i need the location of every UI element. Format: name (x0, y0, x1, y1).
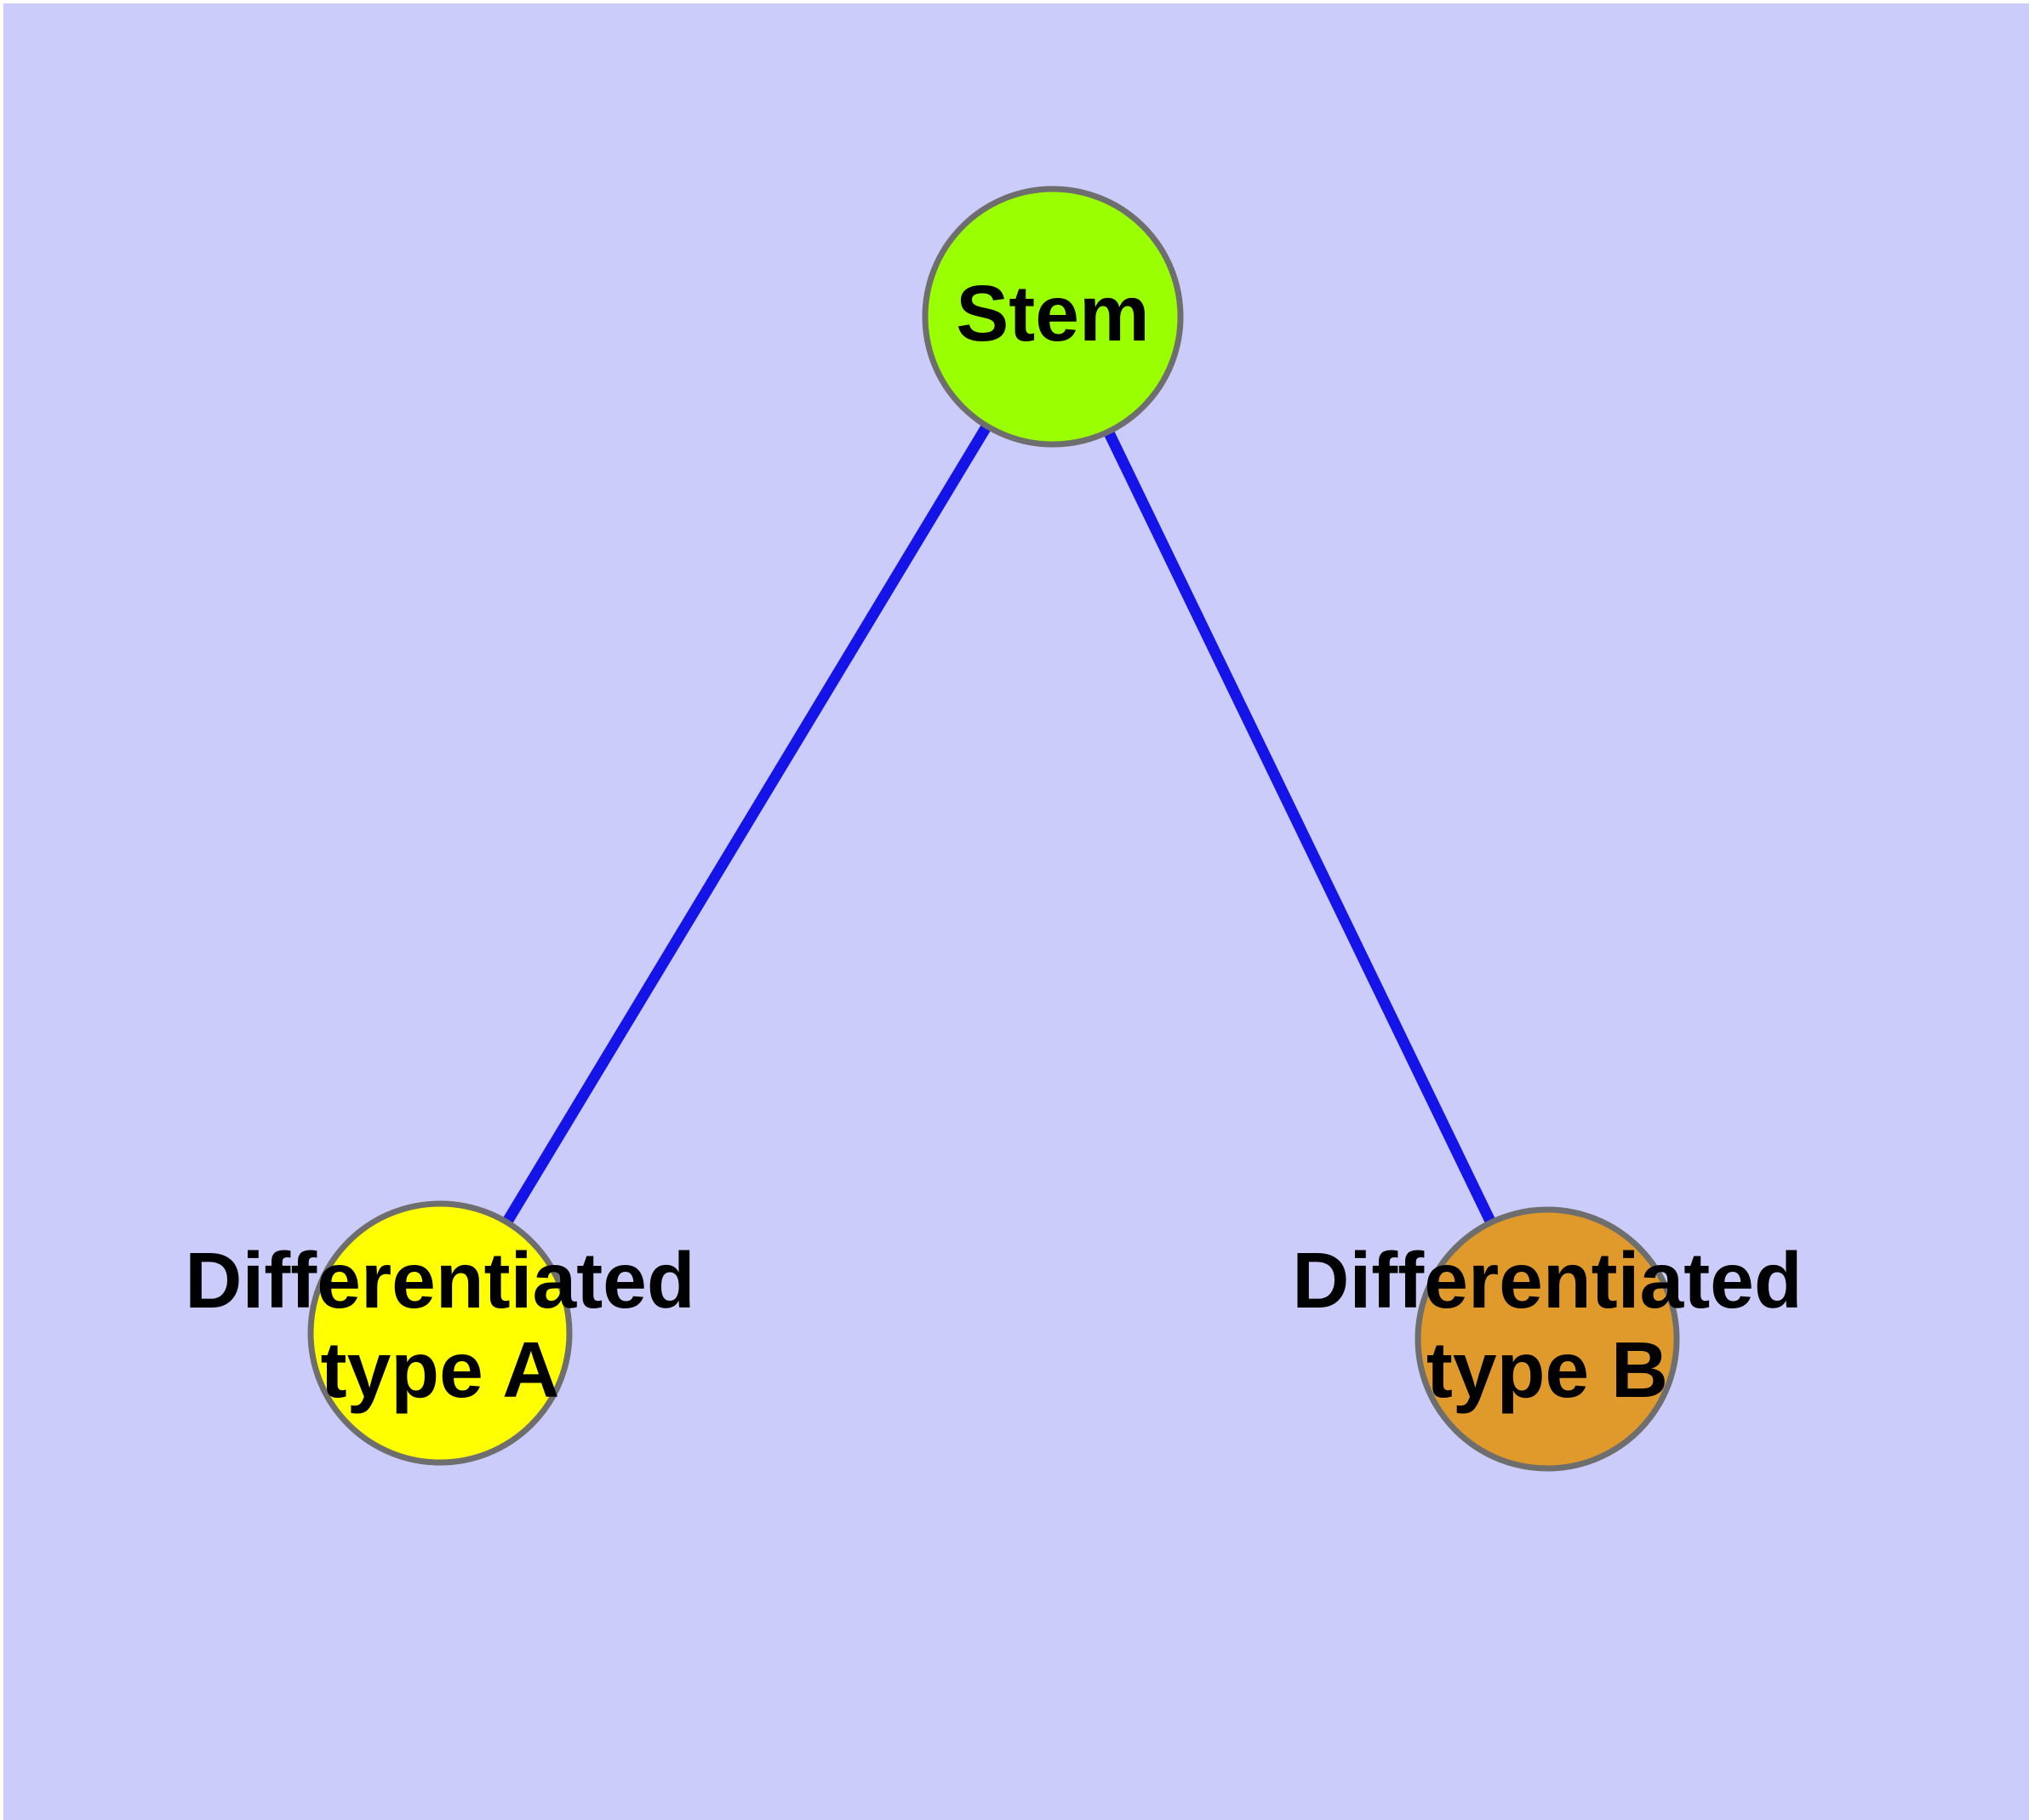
edge-stem-to-type-b[interactable] (1048, 314, 1552, 1342)
node-type-a[interactable] (307, 1200, 573, 1466)
node-stem[interactable] (922, 186, 1184, 448)
edges-layer (435, 313, 1552, 1342)
nodes-layer (307, 186, 1680, 1472)
edge-stem-to-type-a[interactable] (435, 313, 1058, 1336)
node-type-b[interactable] (1415, 1206, 1680, 1472)
